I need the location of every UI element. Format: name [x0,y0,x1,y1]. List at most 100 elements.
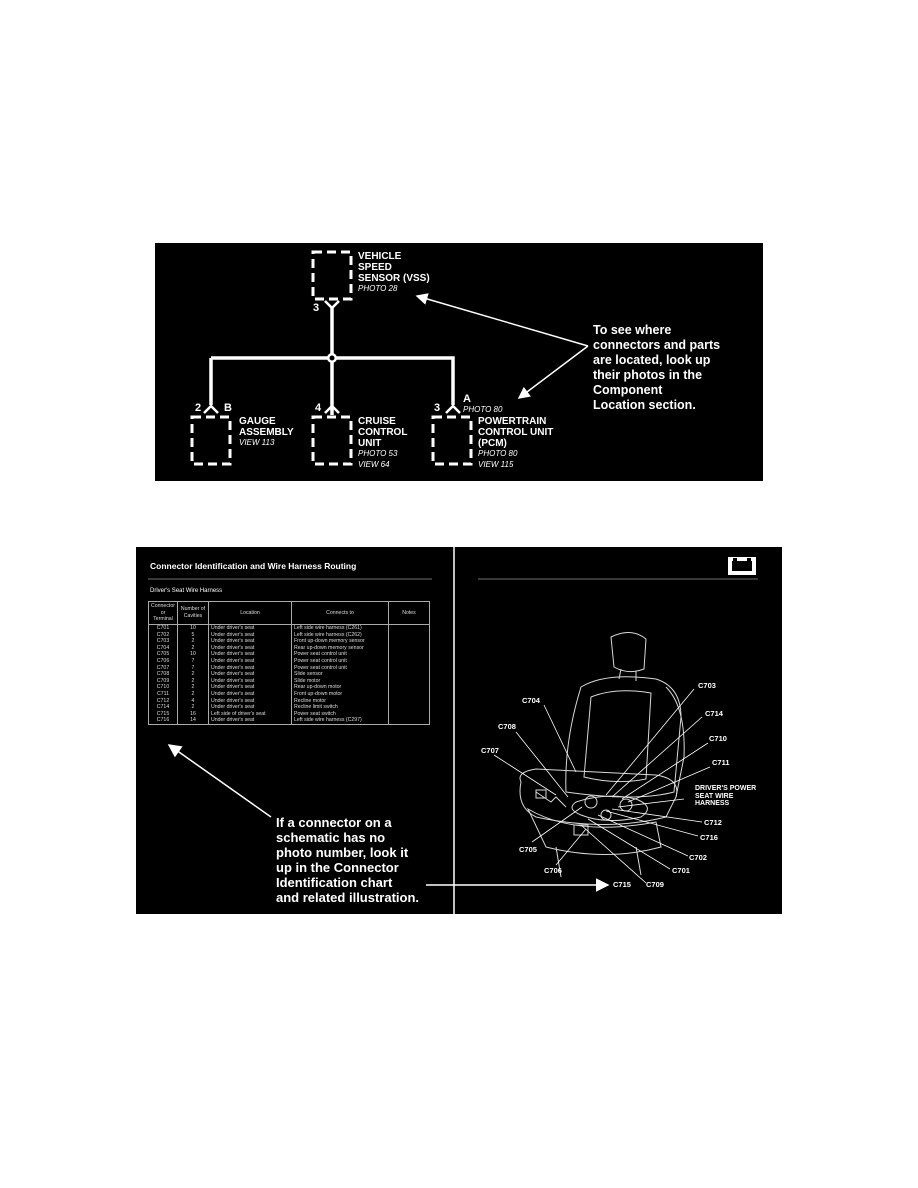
table-cell: Left side wire harness (C261) [291,624,389,632]
table-cell: C712 [148,697,178,705]
schematic-callout: To see where connectors and parts are lo… [593,323,721,412]
connector-page-title: Connector Identification and Wire Harnes… [150,561,357,571]
table-cell: 5 [177,631,209,639]
table-cell: Rear up-down motor [291,684,389,691]
table-cell [388,651,430,658]
table-cell [388,644,430,652]
table-cell [388,690,430,698]
table-cell: C711 [148,690,178,698]
connector-identification-panel: Connector Identification and Wire Harnes… [136,547,782,914]
label-c714: C714 [705,709,723,718]
table-cell [388,684,430,691]
connector-panel-graphics [148,547,758,914]
table-cell: Under driver's seat [208,624,292,632]
schematic-wiring [190,250,589,466]
table-cell: Rear up-down memory sensor [291,644,389,652]
table-cell: C710 [148,684,178,691]
col-cavities: Number of Cavities [177,601,209,625]
pcm-pin: 3 [434,402,441,414]
table-cell: Power seat control unit [291,651,389,658]
table-cell: Under driver's seat [208,704,292,711]
label-c704: C704 [522,696,540,705]
table-cell: 16 [177,710,209,718]
table-cell: Under driver's seat [208,717,292,725]
label-c711: C711 [712,758,730,767]
gauge-label: GAUGE ASSEMBLY [239,416,294,438]
table-cell: C716 [148,717,178,725]
pcm-terminal: A [463,393,471,405]
table-cell: 14 [177,717,209,725]
vss-box [311,250,353,301]
label-c709: C709 [646,880,664,889]
table-cell: 2 [177,677,209,685]
label-c715: C715 [613,880,631,889]
label-c708: C708 [498,722,516,731]
label-c703: C703 [698,681,716,690]
table-cell: 2 [177,671,209,678]
cruise-pin: 4 [315,402,322,414]
pcm-box [431,415,473,466]
table-cell: Recline motor [291,697,389,705]
label-c701: C701 [672,866,690,875]
gauge-pin: 2 [195,402,202,414]
table-cell: C703 [148,638,178,645]
col-location: Location [208,601,292,625]
table-cell: 7 [177,657,209,665]
table-cell: C701 [148,624,178,632]
table-cell: 2 [177,704,209,711]
table-cell: Under driver's seat [208,651,292,658]
col-connector: Connector or Terminal [148,601,178,625]
table-cell [388,624,430,632]
table-cell: Under driver's seat [208,657,292,665]
callout-arrow-chart [167,744,272,818]
table-cell [388,704,430,711]
cruise-label: CRUISE CONTROL UNIT [358,416,408,449]
table-cell: Left side of driver's seat [208,710,292,718]
cruise-view-ref: VIEW 64 [358,460,390,469]
table-cell: 2 [177,684,209,691]
label-c707: C707 [481,746,499,755]
table-cell [388,657,430,665]
vss-pin: 3 [313,302,320,314]
label-c705: C705 [519,845,537,854]
table-cell [388,697,430,705]
label-c712: C712 [704,818,722,827]
table-cell: 7 [177,664,209,672]
col-notes: Notes [388,601,430,625]
table-cell: 2 [177,638,209,645]
table-cell: Slide motor [291,677,389,685]
cruise-box [311,415,353,466]
table-cell: C715 [148,710,178,718]
table-cell [388,671,430,678]
label-c702: C702 [689,853,707,862]
table-cell: C708 [148,671,178,678]
table-cell: Under driver's seat [208,684,292,691]
table-cell: Under driver's seat [208,638,292,645]
label-c710: C710 [709,734,727,743]
gauge-box [190,415,232,466]
table-cell: 10 [177,651,209,658]
table-cell: C707 [148,664,178,672]
harness-label: DRIVER'S POWER SEAT WIRE HARNESS [695,785,757,807]
table-cell: C702 [148,631,178,639]
table-cell: Under driver's seat [208,664,292,672]
callout-arrow-pcm [517,345,589,399]
table-cell [388,717,430,725]
table-cell: Under driver's seat [208,671,292,678]
table-cell: 10 [177,624,209,632]
pcm-view-ref: VIEW 115 [478,460,514,469]
table-cell: C706 [148,657,178,665]
table-cell [388,710,430,718]
table-cell: 2 [177,644,209,652]
table-cell: Recline limit switch [291,704,389,711]
